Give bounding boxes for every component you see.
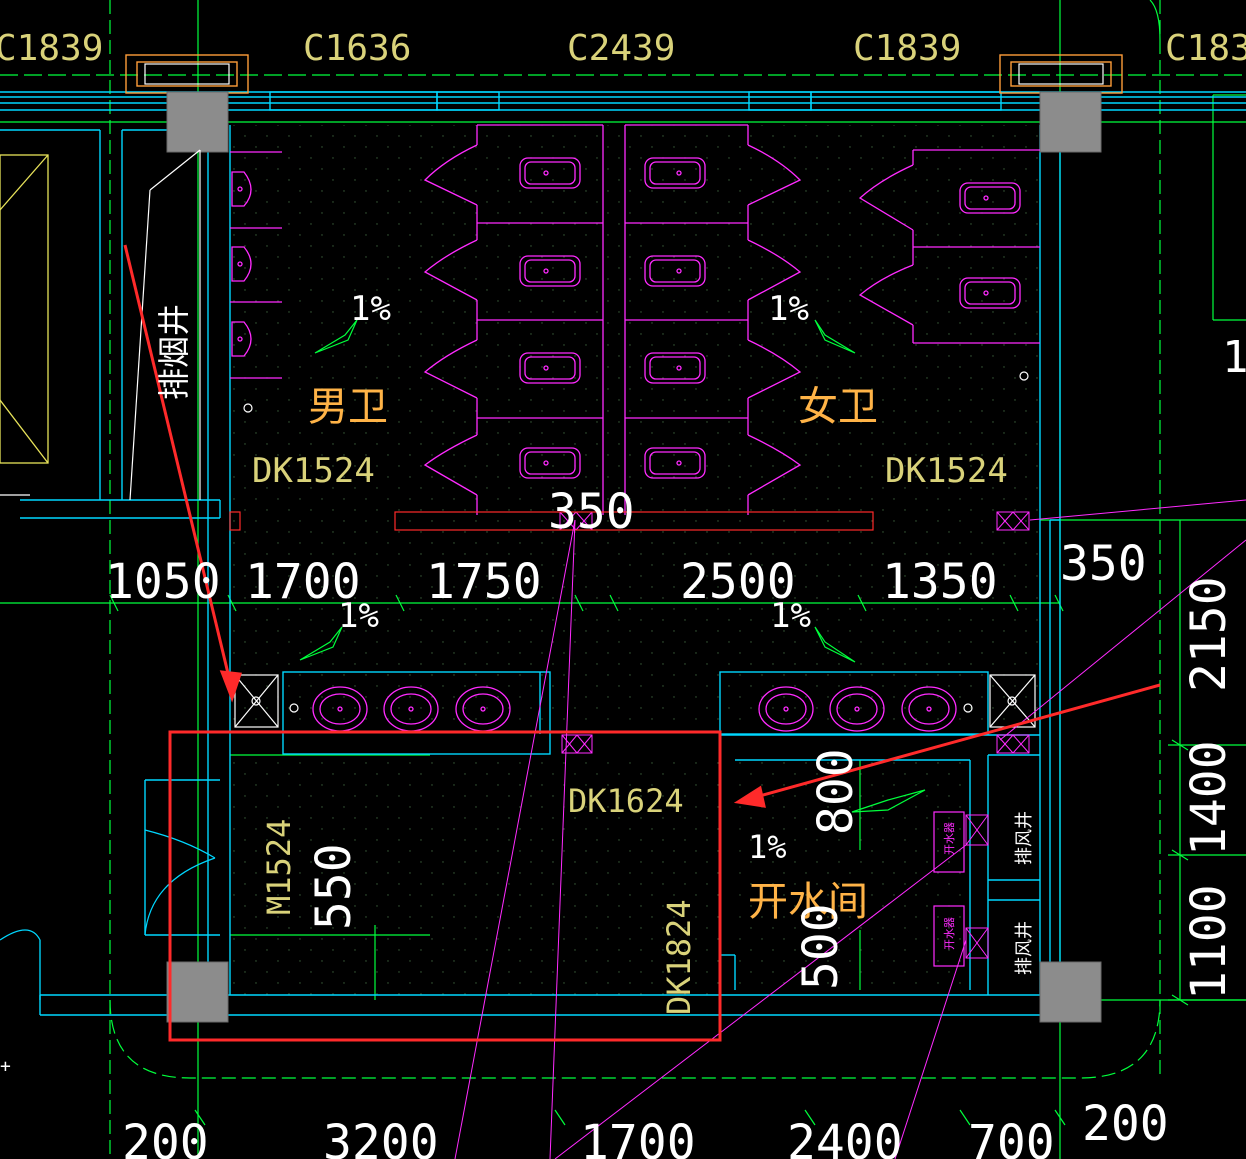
edge-label-1: 1: [1222, 332, 1246, 383]
dimension-350-right: 350: [1060, 536, 1147, 592]
dimension-3200: 3200: [323, 1115, 439, 1159]
water-heater-label-2: 开水器: [943, 917, 956, 950]
water-heater-label-1: 开水器: [943, 822, 956, 855]
dimension-1050: 1050: [105, 554, 221, 610]
red-annotation: [123, 244, 1161, 1042]
columns: [166, 91, 1102, 1023]
dk-label-1624: DK1624: [568, 782, 684, 820]
toilets: [519, 157, 1021, 479]
dimension-800: 800: [808, 748, 864, 835]
room-label-water-room: 开水间: [748, 879, 868, 925]
room-label-womens: 女卫: [798, 384, 878, 430]
window-label-c1839-right: C1839: [853, 28, 961, 69]
window-label-c1839-left: C1839: [0, 28, 103, 69]
window-label-c2439: C2439: [567, 28, 675, 69]
shaft-box: [0, 154, 49, 464]
slope-label: 1%: [748, 828, 787, 866]
dimension-200-left: 200: [122, 1115, 209, 1159]
slope-arrows: [299, 319, 926, 813]
dimension-1700-bottom: 1700: [580, 1115, 696, 1159]
slope-label: 1%: [350, 289, 391, 329]
dimension-500: 500: [793, 903, 849, 990]
dimension-1350: 1350: [882, 554, 998, 610]
smoke-shaft-label: 排烟井: [155, 304, 193, 400]
dimension-1100: 1100: [1181, 884, 1237, 1000]
dimension-2500: 2500: [680, 554, 796, 610]
dimension-700: 700: [968, 1115, 1055, 1159]
dk-label-1824: DK1824: [660, 899, 698, 1015]
dimension-2400: 2400: [787, 1115, 903, 1159]
dk-label-womens: DK1524: [885, 451, 1008, 491]
exhaust-shaft-label-1: 排风井: [1014, 811, 1035, 865]
dimension-1750: 1750: [426, 554, 542, 610]
dimension-1700: 1700: [245, 554, 361, 610]
exhaust-shaft-label-2: 排风井: [1014, 921, 1035, 975]
urinals: [231, 171, 252, 357]
slope-label: 1%: [768, 289, 809, 329]
dimension-200-right: 200: [1082, 1096, 1169, 1152]
window-label-c183: C183: [1165, 28, 1246, 69]
dimension-350-mid: 350: [548, 484, 635, 540]
water-heaters: [933, 811, 965, 967]
slope-label: 1%: [770, 596, 811, 636]
slope-label: 1%: [338, 596, 379, 636]
dk-label-mens: DK1524: [252, 451, 375, 491]
edge-label-plus: +: [0, 1056, 11, 1077]
dimension-550: 550: [306, 843, 362, 930]
dimension-1400: 1400: [1181, 740, 1237, 856]
window-label-c1636: C1636: [303, 28, 411, 69]
room-label-mens: 男卫: [308, 384, 388, 430]
mop-sinks: [234, 674, 1036, 728]
door-label-m1524: M1524: [260, 819, 298, 915]
dimension-2150: 2150: [1181, 576, 1237, 692]
